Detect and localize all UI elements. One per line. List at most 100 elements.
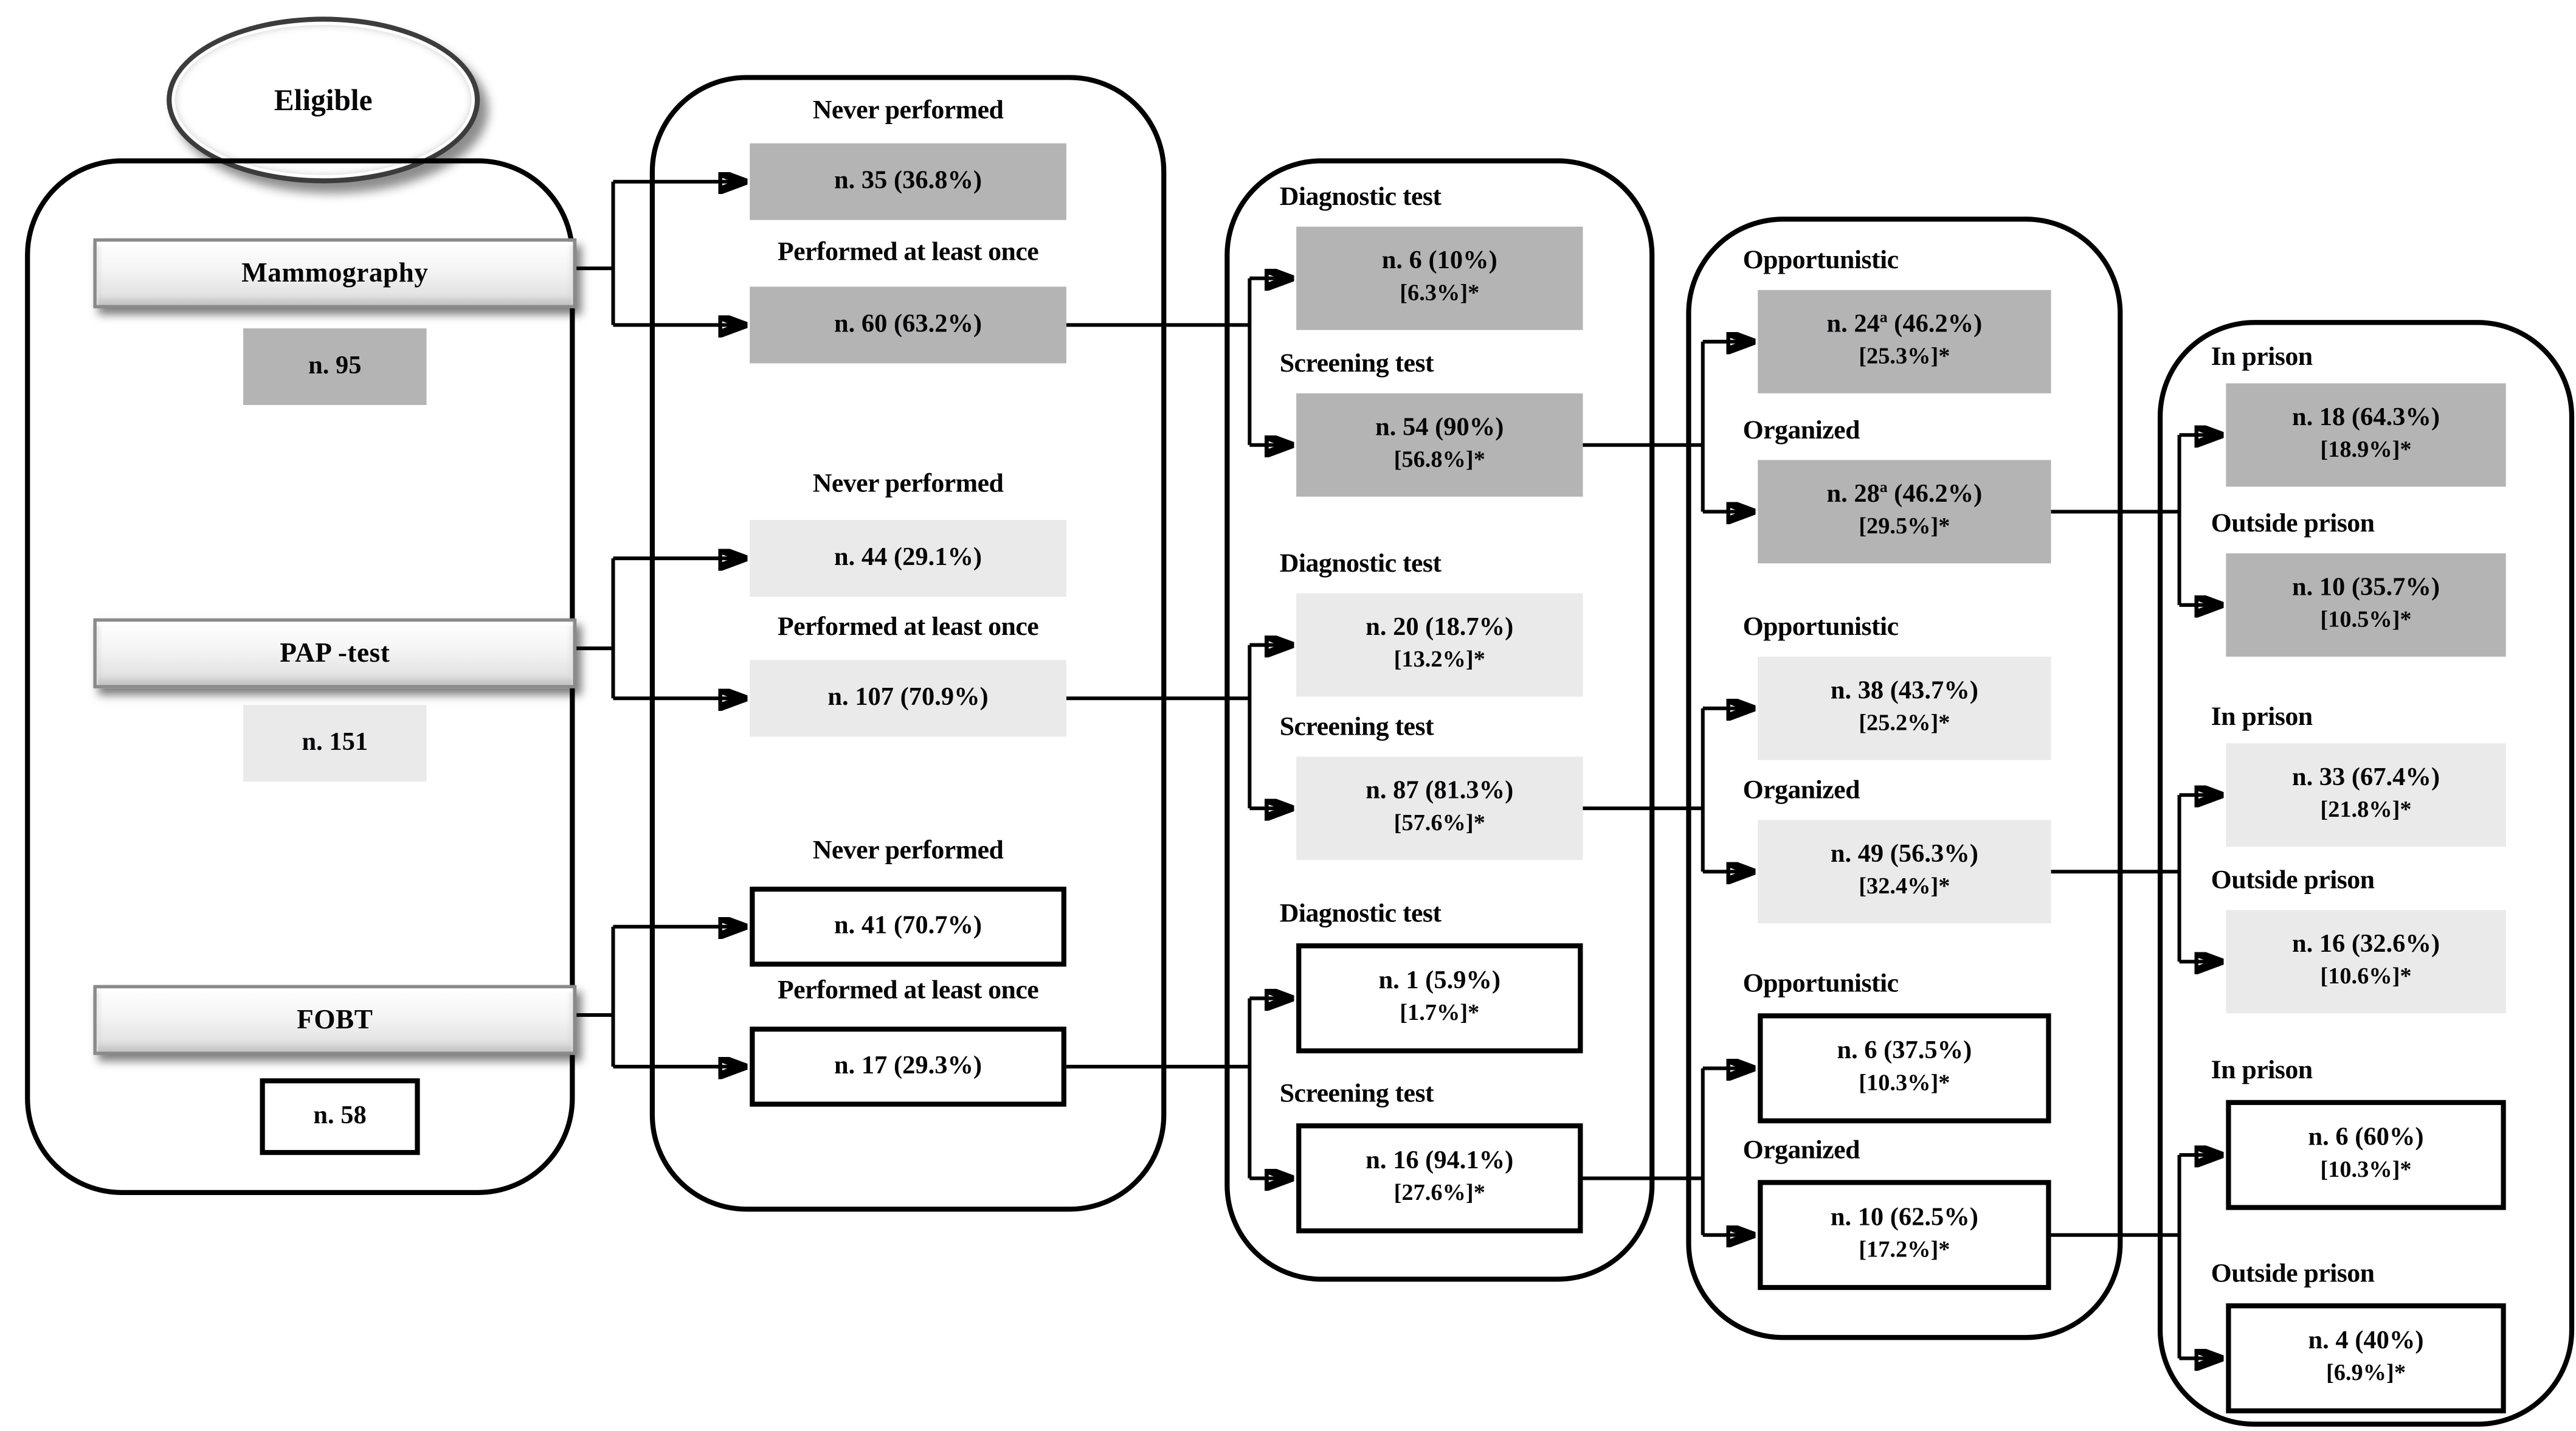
- screening-fobt-pct: [27.6%]*: [1393, 1182, 1485, 1207]
- performed-once-pap-label: Performed at least once: [777, 613, 1039, 642]
- outside-prison-mammography-pct: [10.5%]*: [2320, 608, 2412, 634]
- opportunistic-fobt-n: n. 6 (37.5%): [1837, 1036, 1972, 1065]
- outside-prison-pap-label: Outside prison: [2211, 867, 2375, 895]
- in-prison-fobt-box: n. 6 (60%) [10.3%]*: [2226, 1100, 2506, 1210]
- pap-button-node: PAP -test: [93, 618, 577, 688]
- opportunistic-pap-box: n. 38 (43.7%) [25.2%]*: [1758, 656, 2051, 760]
- outside-prison-fobt-n: n. 4 (40%): [2308, 1326, 2424, 1356]
- organized-mammography-pct: [29.5%]*: [1859, 515, 1950, 540]
- performed-once-pap-value: n. 107 (70.9%): [827, 682, 989, 711]
- screening-mammography-label: Screening test: [1279, 350, 1434, 379]
- organized-fobt-pct: [17.2%]*: [1859, 1238, 1950, 1264]
- mammography-total-box: n. 95: [243, 328, 427, 405]
- outside-prison-fobt-box: n. 4 (40%) [6.9%]*: [2226, 1303, 2506, 1413]
- in-prison-mammography-label: In prison: [2211, 343, 2313, 372]
- diagnostic-pap-label: Diagnostic test: [1279, 550, 1442, 578]
- wire-p107-bus: [1066, 645, 1252, 809]
- pap-label: PAP -test: [280, 636, 390, 668]
- performed-once-mammography-box: n. 60 (63.2%): [750, 286, 1066, 364]
- opportunistic-pap-label: Opportunistic: [1742, 613, 1899, 642]
- screening-pap-label: Screening test: [1279, 713, 1434, 742]
- screening-fobt-label: Screening test: [1279, 1079, 1434, 1109]
- in-prison-fobt-n: n. 6 (60%): [2308, 1123, 2424, 1152]
- wire-f17-bus: [1066, 998, 1252, 1179]
- diagnostic-mammography-label: Diagnostic test: [1279, 183, 1442, 212]
- screening-pap-pct: [57.6%]*: [1393, 811, 1485, 837]
- performed-once-mammography-value: n. 60 (63.2%): [834, 309, 982, 338]
- in-prison-fobt-pct: [10.3%]*: [2320, 1158, 2412, 1183]
- in-prison-mammography-box: n. 18 (64.3%) [18.9%]*: [2226, 383, 2506, 487]
- outside-prison-pap-box: n. 16 (32.6%) [10.6%]*: [2226, 910, 2506, 1014]
- diagnostic-mammography-pct: [6.3%]*: [1400, 282, 1480, 307]
- opportunistic-pap-pct: [25.2%]*: [1859, 712, 1950, 737]
- diagnostic-fobt-pct: [1.7%]*: [1400, 1002, 1480, 1027]
- diagnostic-fobt-label: Diagnostic test: [1279, 899, 1442, 929]
- organized-mammography-box: n. 28ª (46.2%) [29.5%]*: [1758, 460, 2051, 564]
- eligible-node: Eligible: [167, 16, 480, 184]
- screening-fobt-box: n. 16 (94.1%) [27.6%]*: [1296, 1123, 1583, 1233]
- diagnostic-pap-pct: [13.2%]*: [1393, 648, 1485, 674]
- outside-prison-mammography-box: n. 10 (35.7%) [10.5%]*: [2226, 553, 2506, 657]
- performed-once-fobt-box: n. 17 (29.3%): [750, 1027, 1066, 1107]
- never-performed-fobt-value: n. 41 (70.7%): [834, 910, 982, 940]
- screening-mammography-pct: [56.8%]*: [1393, 448, 1485, 474]
- organized-pap-box: n. 49 (56.3%) [32.4%]*: [1758, 820, 2051, 924]
- in-prison-pap-n: n. 33 (67.4%): [2291, 763, 2440, 792]
- diagnostic-fobt-n: n. 1 (5.9%): [1378, 966, 1501, 996]
- never-performed-mammography-value: n. 35 (36.8%): [834, 165, 982, 195]
- opportunistic-fobt-box: n. 6 (37.5%) [10.3%]*: [1758, 1013, 2051, 1124]
- organized-pap-pct: [32.4%]*: [1859, 875, 1950, 900]
- organized-mammography-label: Organized: [1742, 417, 1860, 445]
- never-performed-pap-box: n. 44 (29.1%): [750, 520, 1066, 597]
- screening-fobt-n: n. 16 (94.1%): [1366, 1146, 1514, 1176]
- performed-once-fobt-value: n. 17 (29.3%): [834, 1050, 982, 1079]
- screening-pap-box: n. 87 (81.3%) [57.6%]*: [1296, 757, 1583, 861]
- performance-container: [649, 75, 1167, 1212]
- organized-fobt-box: n. 10 (62.5%) [17.2%]*: [1758, 1180, 2051, 1291]
- pap-total-box: n. 151: [243, 705, 427, 782]
- fobt-button-node: FOBT: [93, 985, 577, 1055]
- fobt-label: FOBT: [297, 1003, 373, 1035]
- opportunistic-mammography-n: n. 24ª (46.2%): [1826, 310, 1983, 339]
- outside-prison-mammography-n: n. 10 (35.7%): [2291, 573, 2440, 602]
- fobt-total: n. 58: [313, 1101, 367, 1129]
- organized-pap-label: Organized: [1742, 777, 1860, 805]
- performed-once-pap-box: n. 107 (70.9%): [750, 660, 1066, 737]
- in-prison-mammography-n: n. 18 (64.3%): [2291, 403, 2440, 432]
- opportunistic-pap-n: n. 38 (43.7%): [1830, 676, 1978, 705]
- never-performed-pap-label: Never performed: [812, 469, 1004, 499]
- organized-fobt-label: Organized: [1742, 1137, 1860, 1165]
- screening-pap-n: n. 87 (81.3%): [1366, 777, 1514, 805]
- in-prison-mammography-pct: [18.9%]*: [2320, 438, 2412, 463]
- organized-pap-n: n. 49 (56.3%): [1830, 840, 1978, 869]
- outside-prison-pap-n: n. 16 (32.6%): [2291, 930, 2440, 959]
- diagnostic-pap-n: n. 20 (18.7%): [1366, 613, 1514, 642]
- outside-prison-fobt-pct: [6.9%]*: [2326, 1362, 2406, 1387]
- in-prison-pap-box: n. 33 (67.4%) [21.8%]*: [2226, 743, 2506, 847]
- setting-container: [1686, 217, 2123, 1340]
- diagnostic-mammography-n: n. 6 (10%): [1381, 246, 1497, 275]
- organized-mammography-n: n. 28ª (46.2%): [1826, 480, 1983, 509]
- opportunistic-mammography-label: Opportunistic: [1742, 246, 1899, 275]
- outside-prison-pap-pct: [10.6%]*: [2320, 965, 2412, 990]
- mammography-button-node: Mammography: [93, 238, 577, 308]
- outside-prison-fobt-label: Outside prison: [2211, 1259, 2375, 1289]
- performed-once-fobt-label: Performed at least once: [777, 976, 1039, 1005]
- opportunistic-mammography-pct: [25.3%]*: [1859, 345, 1950, 370]
- screening-mammography-n: n. 54 (90%): [1375, 413, 1504, 442]
- in-prison-fobt-label: In prison: [2211, 1056, 2313, 1086]
- outside-prison-mammography-label: Outside prison: [2211, 510, 2375, 539]
- in-prison-pap-pct: [21.8%]*: [2320, 798, 2412, 823]
- diagnostic-fobt-box: n. 1 (5.9%) [1.7%]*: [1296, 943, 1583, 1053]
- wire-m54-bus: [1583, 341, 1705, 512]
- mammography-total: n. 95: [308, 350, 362, 379]
- mammography-label: Mammography: [241, 257, 429, 289]
- screening-mammography-box: n. 54 (90%) [56.8%]*: [1296, 393, 1583, 497]
- performed-once-mammography-label: Performed at least once: [777, 238, 1039, 267]
- wire-f16-bus: [1583, 1068, 1705, 1235]
- eligible-label: Eligible: [274, 82, 373, 116]
- never-performed-mammography-label: Never performed: [812, 96, 1004, 125]
- opportunistic-fobt-label: Opportunistic: [1742, 969, 1899, 999]
